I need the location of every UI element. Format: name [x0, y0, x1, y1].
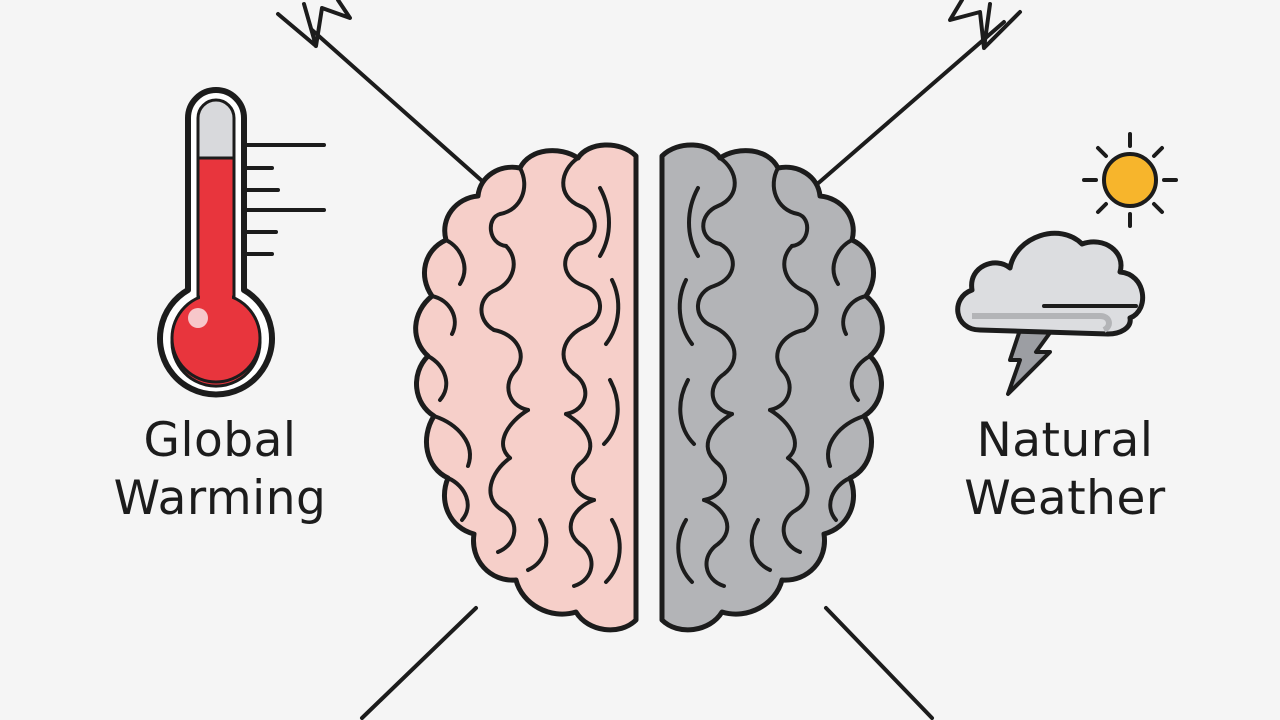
arrowhead-top-left — [276, 0, 352, 48]
natural-weather-label-line1: Natural — [976, 413, 1154, 468]
global-warming-label: Global Warming — [70, 412, 370, 528]
sun-cloud-storm-icon — [955, 132, 1178, 396]
brain-left-hemisphere — [413, 142, 639, 633]
global-warming-label-line2: Warming — [113, 471, 327, 526]
arrowhead-top-right — [948, 0, 1022, 50]
connector-lines — [310, 20, 1006, 720]
brain-icon — [413, 142, 885, 633]
global-warming-label-line1: Global — [143, 413, 297, 468]
storm-cloud-icon — [955, 230, 1146, 396]
sun-icon — [1082, 132, 1178, 228]
line-bottom-right — [824, 606, 934, 720]
line-top-left — [310, 28, 492, 190]
natural-weather-label-line2: Weather — [964, 471, 1166, 526]
thermometer-icon — [157, 87, 326, 398]
line-bottom-left — [360, 606, 478, 720]
brain-right-hemisphere — [659, 142, 885, 633]
line-top-right — [813, 20, 1006, 188]
natural-weather-label: Natural Weather — [915, 412, 1215, 528]
